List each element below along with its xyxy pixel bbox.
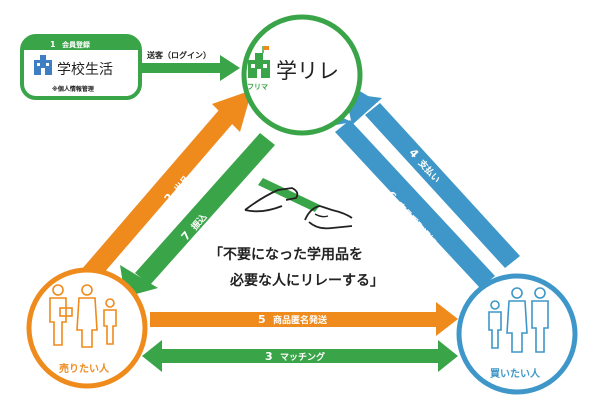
school-building-icon bbox=[248, 46, 270, 78]
listing-arrow bbox=[75, 90, 252, 289]
school-logo-text: 学校生活 bbox=[57, 61, 113, 78]
school-node: 1 会員登録 学校生活 ※個人情報管理 bbox=[20, 34, 142, 100]
shipping-arrow bbox=[150, 302, 458, 336]
school-step: 1 bbox=[50, 40, 56, 49]
school-building-icon bbox=[34, 55, 52, 75]
send-label: 送客（ログイン） bbox=[146, 50, 211, 60]
seller-label: 売りたい人 bbox=[59, 362, 110, 375]
privacy-note: ※個人情報管理 bbox=[52, 85, 94, 93]
send-arrow bbox=[140, 55, 240, 81]
buyer-label: 買いたい人 bbox=[490, 367, 541, 380]
school-register-label: 会員登録 bbox=[62, 40, 91, 49]
platform-node: フリマ 学リレ bbox=[241, 14, 363, 136]
seller-people-illustration bbox=[49, 284, 117, 348]
baton-pass-illustration bbox=[244, 178, 353, 230]
buyer-node: 買いたい人 bbox=[456, 273, 578, 395]
shipping-label: 商品匿名発送 bbox=[273, 314, 328, 326]
matching-step: 3 bbox=[265, 350, 273, 363]
receipt-step: 6 bbox=[384, 189, 399, 204]
slogan-line-2: 必要な人にリレーする」 bbox=[229, 272, 384, 289]
buyer-people-illustration bbox=[488, 287, 549, 353]
shipping-step: 5 bbox=[258, 313, 266, 326]
platform-logo-text: 学リレ bbox=[276, 59, 339, 83]
matching-label: マッチング bbox=[280, 351, 325, 363]
matching-arrow bbox=[142, 340, 458, 372]
seller-node: 売りたい人 bbox=[26, 267, 148, 389]
platform-sub-label: フリマ bbox=[247, 83, 268, 91]
slogan-line-1: 「不要になった学用品を bbox=[209, 246, 363, 263]
